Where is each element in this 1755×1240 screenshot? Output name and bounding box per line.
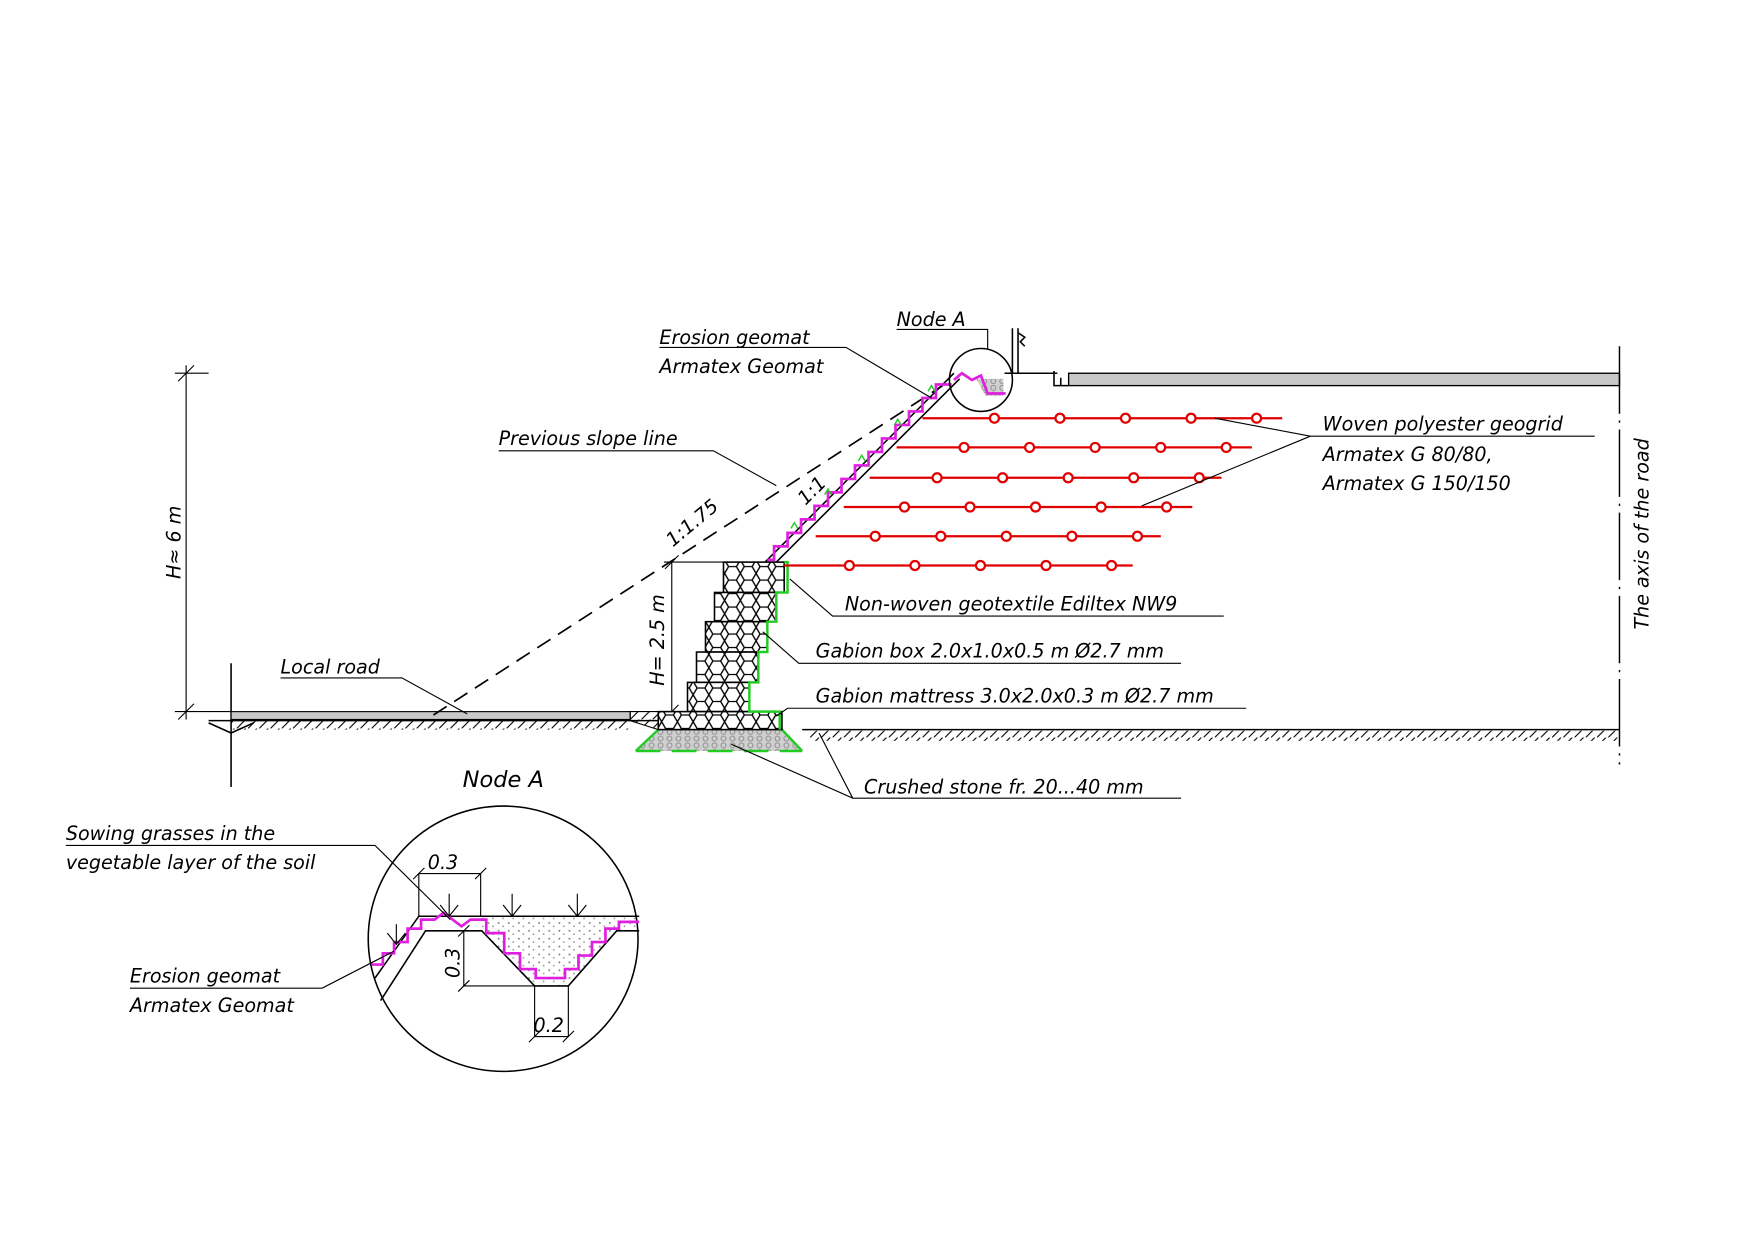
- geogrid-node: [1062, 472, 1074, 484]
- geogrid-node: [869, 530, 881, 542]
- label-text: Armatex Geomat: [128, 994, 295, 1017]
- label-text: Gabion box 2.0x1.0x0.5 m Ø2.7 mm: [816, 640, 1164, 663]
- gabion-mattress: [657, 710, 783, 731]
- detail-node-a: Node A 0.3 0.3 0.2 Sowing grasses in the…: [66, 767, 640, 1073]
- geogrid-node: [1220, 441, 1232, 454]
- geogrid-node: [1066, 530, 1078, 542]
- callout-gabion-box: Gabion box 2.0x1.0x0.5 m Ø2.7 mm: [762, 631, 1182, 664]
- slope-ratio-new: 1:1: [793, 471, 831, 509]
- geogrid-node: [1040, 559, 1052, 572]
- geotextile-line: [748, 560, 789, 730]
- grass-marks: [790, 384, 936, 529]
- callout-crushed-stone: Crushed stone fr. 20...40 mm: [731, 732, 1182, 799]
- height-total-label: H≈ 6 m: [162, 506, 185, 579]
- label-text: Node A: [897, 308, 966, 331]
- label-text: Sowing grasses in the: [66, 822, 275, 845]
- label-text: Armatex Geomat: [657, 355, 824, 378]
- callout-erosion-geomat: Erosion geomat Armatex Geomat: [657, 326, 932, 399]
- gabion-box: [695, 651, 760, 684]
- callout-local-road: Local road: [281, 655, 468, 715]
- geogrid-node: [1119, 412, 1132, 424]
- crushed-stone-base: [635, 729, 803, 751]
- geogrid-node: [1105, 559, 1118, 572]
- slope-ratio-previous: 1:1.75: [661, 494, 723, 551]
- callout-node-a: Node A: [896, 308, 989, 350]
- geogrid-node: [1054, 412, 1066, 424]
- road-axis-label: The axis of the road: [1631, 437, 1654, 629]
- label-text: Erosion geomat: [130, 965, 282, 988]
- dimension-total-height: H≈ 6 m: [162, 364, 232, 720]
- road-top: The axis of the road: [948, 328, 1654, 765]
- geogrid-node: [1029, 501, 1042, 513]
- geogrid-node: [1089, 441, 1101, 454]
- geogrid-node: [1131, 530, 1144, 542]
- callout-gabion-mattress: Gabion mattress 3.0x2.0x0.3 m Ø2.7 mm: [775, 685, 1247, 717]
- geogrid-node: [909, 559, 921, 572]
- label-text: Armatex G 80/80,: [1321, 443, 1493, 466]
- geogrid-node: [935, 530, 947, 542]
- dim-depth-label: 0.3: [441, 948, 464, 978]
- sowing-arrows: [386, 893, 587, 946]
- geogrid-node: [1095, 501, 1107, 513]
- label-text: vegetable layer of the soil: [66, 851, 316, 874]
- label-text: Woven polyester geogrid: [1323, 413, 1564, 436]
- label-text: Erosion geomat: [659, 326, 811, 349]
- geogrid-node: [1161, 501, 1173, 513]
- geogrid-node: [1155, 441, 1167, 454]
- detail-dimensions: [412, 867, 575, 1043]
- geogrid-node: [931, 472, 943, 484]
- height-gabion-label: H= 2.5 m: [646, 594, 669, 686]
- gabion-box: [722, 561, 785, 594]
- reinforced-slope: [764, 372, 961, 563]
- label-text: Non-woven geotextile Ediltex NW9: [845, 592, 1177, 615]
- geogrid-node: [1185, 412, 1197, 424]
- curb: [1053, 370, 1069, 387]
- geogrid-node: [1250, 412, 1263, 424]
- callout-geotextile: Non-woven geotextile Ediltex NW9: [789, 578, 1224, 617]
- geogrid-node: [974, 559, 987, 572]
- node-a-marker: [948, 347, 1014, 413]
- geogrid-node: [1128, 472, 1140, 484]
- label-text: Crushed stone fr. 20...40 mm: [864, 776, 1144, 799]
- geogrid-node: [988, 412, 1001, 424]
- gabion-box: [713, 591, 778, 623]
- geogrid-layers: [784, 412, 1283, 572]
- guardrail-icon: [1011, 328, 1027, 374]
- ground-hatch-right: [810, 730, 1620, 741]
- callout-previous-slope: Previous slope line: [499, 427, 777, 487]
- geogrid-node: [843, 559, 856, 572]
- ground-hatch-left: [231, 720, 631, 730]
- geogrid-node: [898, 501, 911, 513]
- label-text: Local road: [281, 655, 381, 678]
- ground-end-mark: [208, 722, 254, 734]
- previous-slope-line: [432, 384, 944, 716]
- geogrid-node: [1023, 441, 1036, 454]
- label-text: Gabion mattress 3.0x2.0x0.3 m Ø2.7 mm: [816, 685, 1214, 708]
- geogrid-node: [958, 441, 970, 454]
- ground: [208, 663, 1620, 787]
- gabion-box: [704, 620, 769, 653]
- detail-circle: [367, 805, 639, 1073]
- geogrid-node: [964, 501, 976, 513]
- detail-geomat-line: [371, 911, 640, 980]
- label-text: Previous slope line: [499, 427, 678, 450]
- geogrid-node: [1000, 530, 1012, 542]
- gabion-stack: [629, 560, 789, 731]
- geogrid-node: [997, 472, 1009, 484]
- road-pavement: [1067, 372, 1621, 387]
- erosion-geomat-line: [767, 383, 952, 562]
- local-road-surface: [230, 711, 631, 721]
- dimension-gabion-height: H= 2.5 m: [646, 554, 726, 719]
- detail-title: Node A: [463, 767, 544, 793]
- dim-top-label: 0.3: [428, 851, 458, 874]
- callout-geogrid: Woven polyester geogrid Armatex G 80/80,…: [1141, 413, 1595, 507]
- gabion-box: [686, 681, 751, 713]
- dim-bottom-label: 0.2: [533, 1014, 563, 1037]
- label-text: Armatex G 150/150: [1321, 472, 1511, 495]
